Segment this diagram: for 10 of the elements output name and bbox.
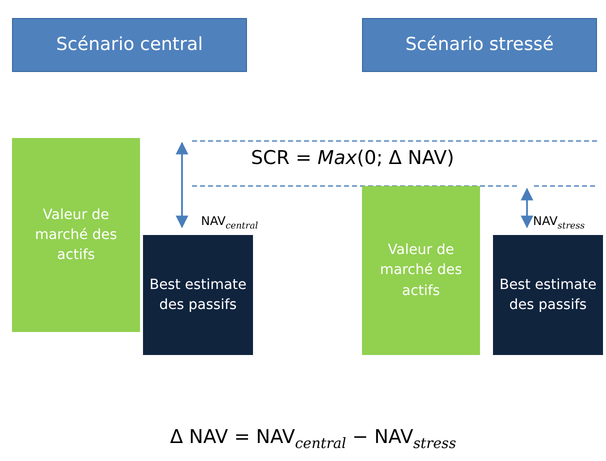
formula-text: Δ NAV = NAV$_{central}$ − NAV$_{stress}$	[170, 426, 456, 452]
formula-text: SCR = Max(0; Δ NAV)	[251, 147, 454, 169]
liability-bar: Best estimate des passifs	[143, 235, 253, 355]
dimension-label: NAV$_{stress}$	[533, 214, 585, 232]
scenario-header-box: Scénario central	[12, 18, 247, 72]
dimension-label: NAV$_{central}$	[201, 214, 258, 232]
scenario-header-box: Scénario stressé	[362, 18, 597, 72]
asset-bar: Valeur de marché des actifs	[362, 186, 480, 355]
liability-bar: Best estimate des passifs	[493, 235, 603, 355]
asset-bar: Valeur de marché des actifs	[12, 138, 140, 332]
